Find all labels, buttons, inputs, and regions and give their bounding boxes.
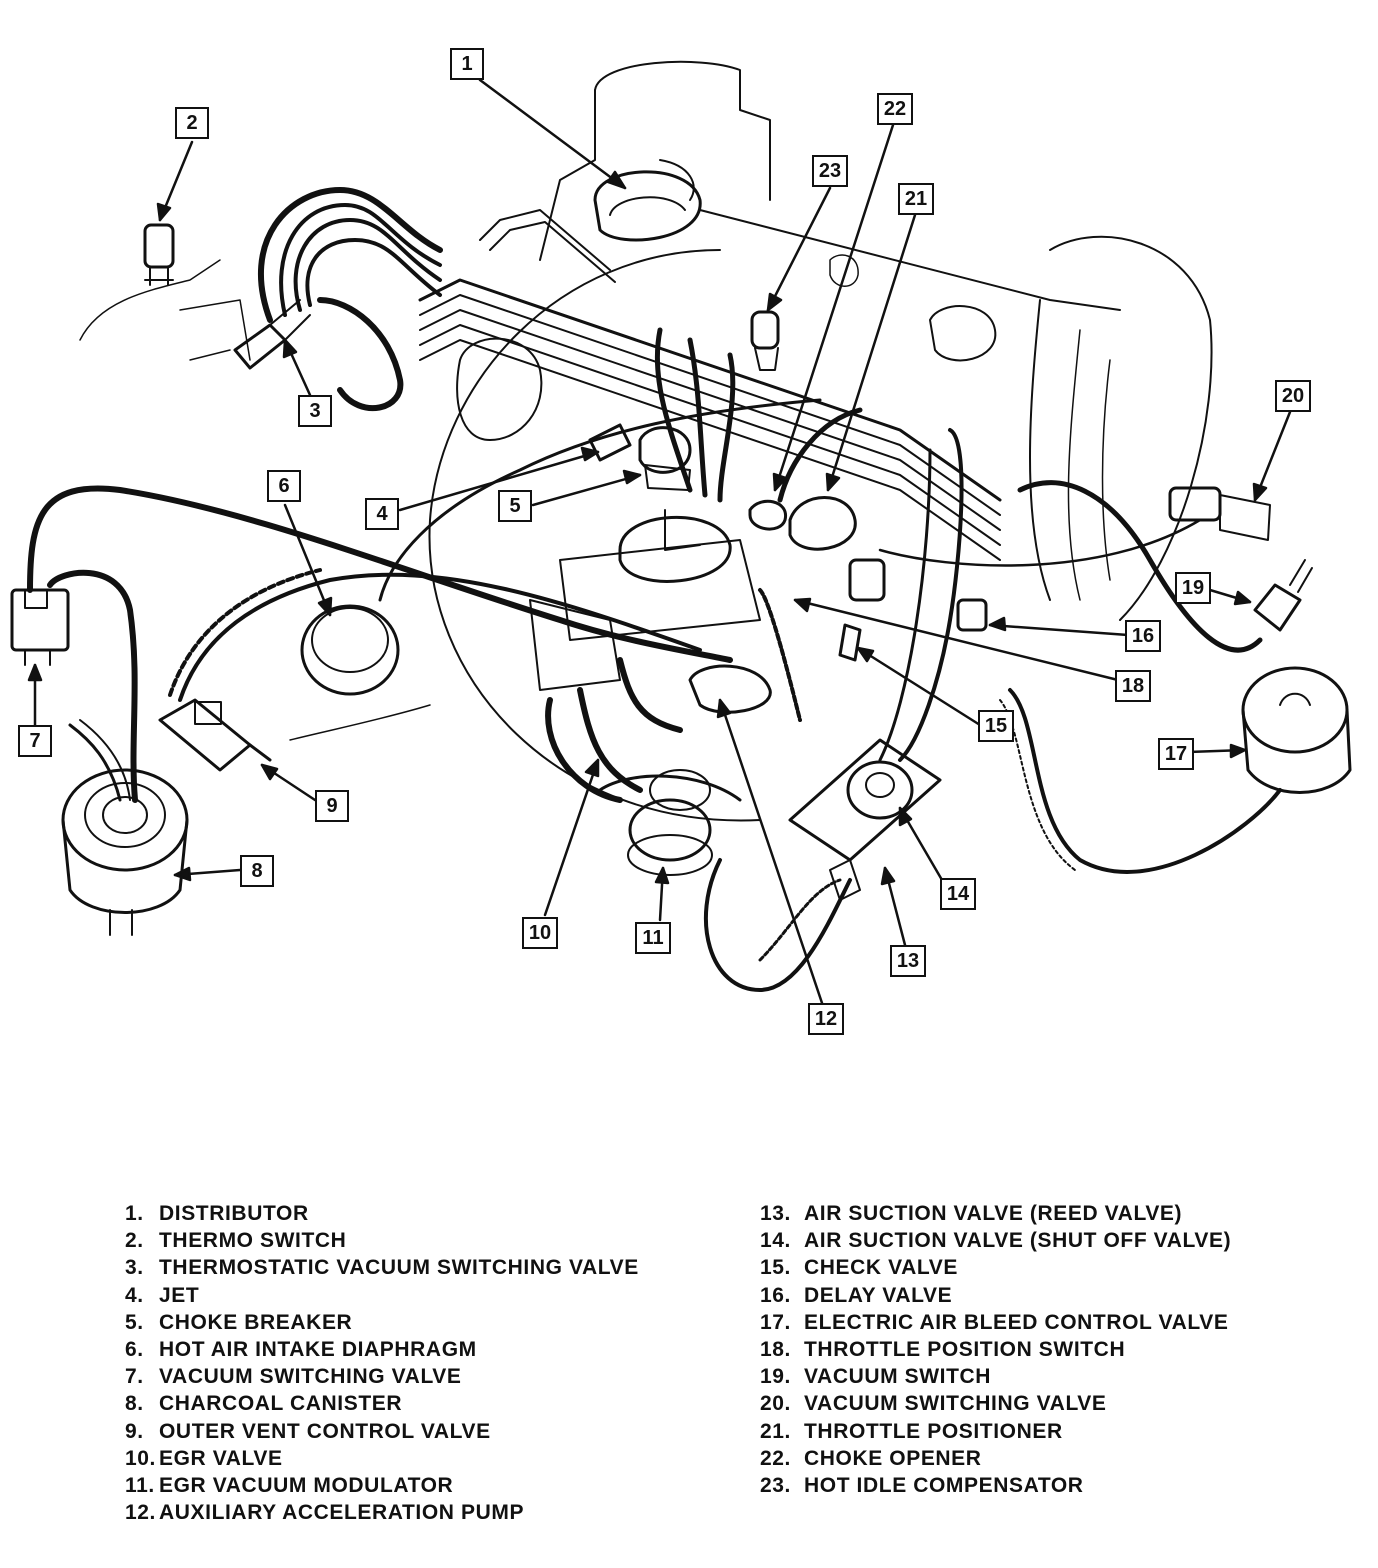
callout-17: 17	[1158, 738, 1194, 770]
callout-5: 5	[498, 490, 532, 522]
callout-22: 22	[877, 93, 913, 125]
callout-1: 1	[450, 48, 484, 80]
legend-item: 11.EGR VACUUM MODULATOR	[125, 1473, 454, 1497]
legend-item: 5.CHOKE BREAKER	[125, 1310, 353, 1334]
callout-21: 21	[898, 183, 934, 215]
callout-7: 7	[18, 725, 52, 757]
legend-item: 2.THERMO SWITCH	[125, 1229, 347, 1253]
callout-18: 18	[1115, 670, 1151, 702]
callout-2: 2	[175, 107, 209, 139]
legend-item: 9.OUTER VENT CONTROL VALVE	[125, 1419, 491, 1443]
legend-item: 3.THERMOSTATIC VACUUM SWITCHING VALVE	[125, 1256, 639, 1280]
legend-item: 15.CHECK VALVE	[760, 1256, 958, 1280]
legend-item: 21.THROTTLE POSITIONER	[760, 1419, 1063, 1443]
legend-item: 8.CHARCOAL CANISTER	[125, 1392, 403, 1416]
callout-12: 12	[808, 1003, 844, 1035]
legend-item: 1.DISTRIBUTOR	[125, 1202, 309, 1225]
legend-item: 19.VACUUM SWITCH	[760, 1365, 992, 1389]
callout-13: 13	[890, 945, 926, 977]
legend-item: 7.VACUUM SWITCHING VALVE	[125, 1365, 462, 1389]
legend-item: 14.AIR SUCTION VALVE (SHUT OFF VALVE)	[760, 1229, 1232, 1253]
legend-right-column: 13.AIR SUCTION VALVE (REED VALVE) 14.AIR…	[760, 1200, 1231, 1499]
callout-8: 8	[240, 855, 274, 887]
callout-15: 15	[978, 710, 1014, 742]
callout-10: 10	[522, 917, 558, 949]
callout-16: 16	[1125, 620, 1161, 652]
legend-item: 18.THROTTLE POSITION SWITCH	[760, 1337, 1126, 1361]
callout-14: 14	[940, 878, 976, 910]
legend-item: 10.EGR VALVE	[125, 1446, 283, 1470]
callout-4: 4	[365, 498, 399, 530]
engine-emission-diagram: 1 2 3 4 5 6 7 8 9 10 11 12 13 14 15 16 1…	[10, 48, 1352, 1035]
callout-3: 3	[298, 395, 332, 427]
callout-9: 9	[315, 790, 349, 822]
legend-left-column: 1.DISTRIBUTOR 2.THERMO SWITCH 3.THERMOST…	[125, 1200, 639, 1526]
legend-item: 23.HOT IDLE COMPENSATOR	[760, 1473, 1084, 1497]
legend-item: 20.VACUUM SWITCHING VALVE	[760, 1392, 1107, 1416]
legend-item: 16.DELAY VALVE	[760, 1283, 953, 1307]
legend-item: 12.AUXILIARY ACCELERATION PUMP	[125, 1501, 525, 1525]
callout-20: 20	[1275, 380, 1311, 412]
legend-item: 6.HOT AIR INTAKE DIAPHRAGM	[125, 1337, 477, 1361]
legend-item: 4.JET	[125, 1283, 200, 1307]
legend-item: 13.AIR SUCTION VALVE (REED VALVE)	[760, 1202, 1183, 1225]
callout-19: 19	[1175, 572, 1211, 604]
legend-item: 22.CHOKE OPENER	[760, 1446, 982, 1470]
callout-23: 23	[812, 155, 848, 187]
legend-item: 17.ELECTRIC AIR BLEED CONTROL VALVE	[760, 1310, 1229, 1334]
callout-6: 6	[267, 470, 301, 502]
callout-11: 11	[635, 922, 671, 954]
engine-illustration	[10, 60, 1352, 1005]
